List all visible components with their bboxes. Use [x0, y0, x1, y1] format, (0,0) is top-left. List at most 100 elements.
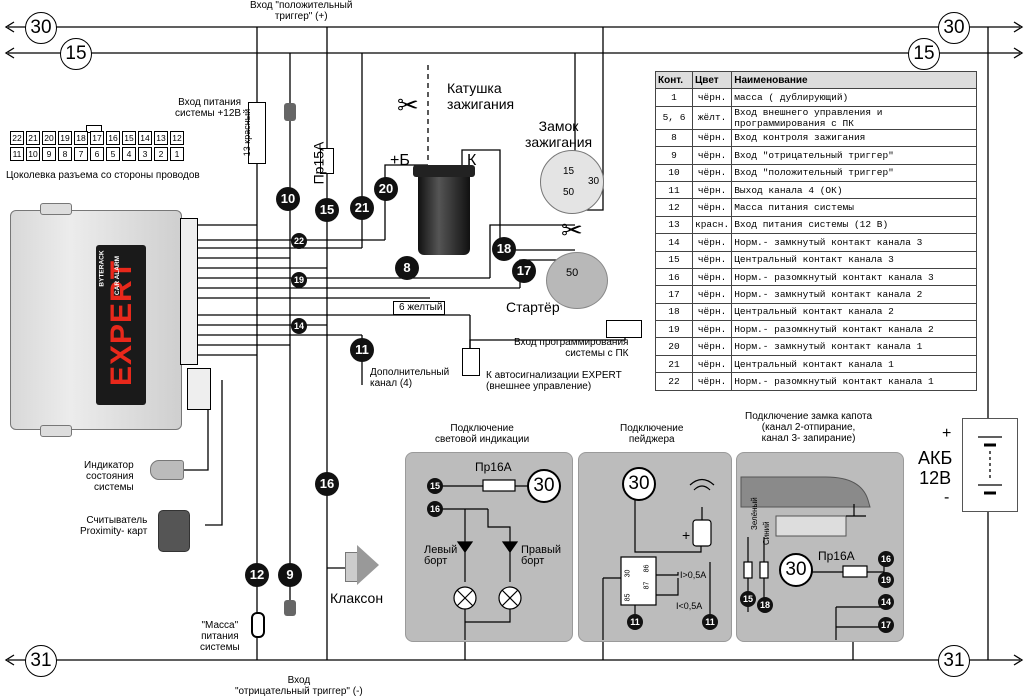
- coil-cap: [413, 165, 475, 177]
- harness-connector: [180, 218, 198, 365]
- hood-fuse-label: Пр16А: [818, 549, 855, 563]
- contact-cell: 10: [655, 163, 693, 182]
- contact-cell: 17: [655, 285, 693, 304]
- coil-k-label: К: [467, 152, 477, 169]
- color-cell: чёрн.: [691, 233, 733, 252]
- col-contact: Конт.: [655, 70, 693, 90]
- connector-pin: 5: [106, 147, 120, 161]
- connector-pin: 19: [58, 131, 72, 145]
- name-cell: масса ( дублирующий): [731, 88, 977, 107]
- wire-pin-19: 19: [291, 272, 307, 288]
- relay-pin-87: 87: [643, 581, 651, 590]
- pager-pin-11b: 11: [702, 614, 718, 630]
- light-left-label: Левый борт: [424, 544, 458, 567]
- starter-label: Стартёр: [506, 299, 560, 315]
- connector-pin: 22: [10, 131, 24, 145]
- coil-label: Катушка зажигания: [447, 80, 515, 112]
- contact-cell: 1: [655, 88, 693, 107]
- color-cell: чёрн.: [691, 88, 733, 107]
- name-cell: Норм.- замкнутый контакт канала 1: [731, 337, 977, 356]
- connector-pin: 9: [42, 147, 56, 161]
- hood-pin-17: 17: [878, 617, 894, 633]
- light-right-label: Правый борт: [521, 544, 562, 567]
- contact-cell: 20: [655, 337, 693, 356]
- color-cell: жёлт.: [691, 105, 733, 130]
- wire13-label: 13 красный: [242, 108, 253, 157]
- trigger-pos-switch-icon: [284, 103, 296, 121]
- brand-sub1: BYTERACK: [98, 250, 106, 287]
- aux-connector: [187, 368, 211, 410]
- name-cell: Вход контроля зажигания: [731, 128, 977, 148]
- wire13-box: [248, 102, 266, 164]
- connector-pin: 13: [154, 131, 168, 145]
- hood-fuse-no: 30: [779, 553, 813, 587]
- color-cell: чёрн.: [691, 285, 733, 304]
- bus-30-right: 30: [938, 12, 970, 44]
- wire-pin-15: 15: [315, 198, 339, 222]
- lock-label: Замок зажигания: [525, 118, 593, 150]
- light-pin-15: 15: [427, 478, 443, 494]
- name-cell: Вход "отрицательный триггер": [731, 146, 977, 165]
- col-name: Наименование: [731, 70, 977, 90]
- hood-pin-18: 18: [757, 597, 773, 613]
- battery-plus: +: [942, 425, 952, 442]
- relay-pin-85: 85: [624, 593, 632, 602]
- horn-label: Клаксон: [330, 590, 384, 606]
- battery: [962, 418, 1018, 512]
- color-cell: чёрн.: [691, 372, 733, 391]
- wire-pin-8: 8: [395, 256, 419, 280]
- prog-input-label: Вход программирования системы с ПК: [514, 337, 629, 359]
- contact-cell: 16: [655, 267, 693, 287]
- name-cell: Вход питания системы (12 В): [731, 215, 977, 235]
- lock-pin-50: 50: [563, 187, 575, 198]
- unit-tab-top: [40, 203, 72, 215]
- connector-pin: 6: [90, 147, 104, 161]
- contact-cell: 19: [655, 320, 693, 339]
- fuse-15a-label: Пр15А: [310, 141, 327, 185]
- bus-15-right: 15: [908, 38, 940, 70]
- wire-pin-18: 18: [492, 237, 516, 261]
- bus-15-left: 15: [60, 38, 92, 70]
- connector-pin: 12: [170, 131, 184, 145]
- contact-cell: 21: [655, 354, 693, 374]
- connector-caption: Цоколевка разъема со стороны проводов: [6, 170, 200, 181]
- connector-pin: 11: [10, 147, 24, 161]
- hood-pin-14: 14: [878, 594, 894, 610]
- light-panel-lines: [433, 479, 555, 640]
- scissors-icon: ✂: [561, 215, 583, 245]
- color-cell: чёрн.: [691, 146, 733, 165]
- horn-cone: [357, 545, 379, 585]
- name-cell: Норм.- замкнутый контакт канала 3: [731, 233, 977, 252]
- pager-current-high: I>0,5A: [680, 570, 707, 580]
- contact-cell: 12: [655, 198, 693, 217]
- brand-name: EXPERT: [105, 259, 139, 387]
- connector-pin: 2: [154, 147, 168, 161]
- wire6-box: [393, 301, 445, 315]
- pager-current-low: I<0,5A: [676, 601, 703, 611]
- brand-sub2: CAR ALARM: [114, 255, 122, 296]
- name-cell: Центральный контакт канала 1: [731, 354, 977, 374]
- hood-panel-title: Подключение замка капота (канал 2-отпира…: [745, 411, 873, 444]
- pager-pin-11a: 11: [627, 614, 643, 630]
- connector-pin: 7: [74, 147, 88, 161]
- contact-cell: 15: [655, 250, 693, 269]
- name-cell: Центральный контакт канала 2: [731, 302, 977, 322]
- color-cell: чёрн.: [691, 198, 733, 217]
- color-cell: красн.: [691, 215, 733, 235]
- contact-cell: 11: [655, 180, 693, 200]
- pager-plus: +: [682, 527, 691, 543]
- color-cell: чёрн.: [691, 267, 733, 287]
- bus-31-left: 31: [25, 645, 57, 677]
- contact-cell: 22: [655, 372, 693, 391]
- ext-label: К автосигнализации EXPERT (внешнее управ…: [486, 370, 622, 392]
- battery-minus: -: [944, 489, 950, 506]
- led-indicator-icon: [150, 460, 184, 480]
